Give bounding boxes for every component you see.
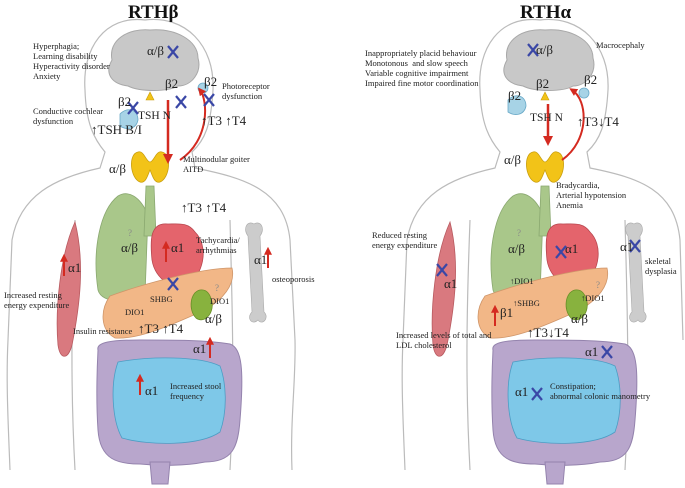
right-skeletal: skeletal dysplasia: [645, 256, 677, 276]
left-ear-beta2: β2: [118, 94, 132, 109]
left-muscle-receptor: α1: [68, 260, 82, 275]
left-colon-receptor: α1: [193, 341, 207, 356]
left-dio1-liver: DIO1: [125, 307, 145, 317]
left-shbg: SHBG: [150, 294, 173, 304]
left-osteo: osteoporosis: [272, 274, 315, 284]
right-rectum: [544, 461, 566, 485]
left-tsh: ↑TSH B/I: [91, 122, 142, 137]
left-energy: Increased resting energy expenditure: [4, 290, 70, 310]
right-liver-beta: β1: [500, 305, 514, 320]
left-lung-question: ?: [128, 228, 132, 238]
left-thyroid: [131, 151, 169, 183]
left-ear: [119, 109, 139, 129]
right-intestine: [507, 357, 621, 444]
right-dio1-liver: ↑DIO1: [510, 276, 534, 286]
left-photoreceptor: Photoreceptor dysfunction: [222, 81, 270, 101]
right-eye-beta2: β2: [584, 72, 598, 87]
right-colon-receptor: α1: [585, 344, 599, 359]
right-thyroid: [526, 151, 564, 183]
right-kidney-question: ?: [596, 280, 600, 290]
left-heart-receptor: α1: [171, 240, 185, 255]
right-brain-effects: Inappropriately placid behaviour Monoton…: [365, 48, 479, 88]
left-goiter: Multinodular goiter AITD: [183, 154, 250, 174]
right-brain: [503, 29, 595, 91]
right-axis-arrow-up: [561, 88, 585, 161]
left-kidney: [190, 289, 213, 321]
right-ear-beta2: β2: [508, 88, 522, 103]
left-eye-beta2: β2: [204, 74, 218, 89]
right-ear: [507, 95, 527, 115]
left-kidney-receptor: α/β: [205, 311, 223, 326]
left-cross-brain: [167, 45, 179, 59]
left-bone-receptor: α1: [254, 252, 268, 267]
left-intestine-receptor: α1: [145, 383, 159, 398]
right-brain-beta2: β2: [536, 76, 550, 91]
right-dio1-kidney: ↑DIO1: [581, 293, 605, 303]
right-intestine-receptor: α1: [515, 384, 529, 399]
left-brain: [108, 29, 200, 91]
right-kidney-receptor: α/β: [571, 311, 589, 326]
left-cross-pituitary: [175, 95, 187, 109]
right-cross-bone: [629, 239, 641, 253]
right-brady: Bradycardia, Arterial hypotension Anemia: [556, 180, 627, 210]
left-brain-effects: Hyperphagia; Learning disability Hyperac…: [33, 41, 110, 81]
left-figure: [6, 18, 296, 485]
left-pituitary: [145, 91, 155, 101]
left-muscle: [56, 220, 81, 357]
right-shbg: ↑SHBG: [513, 298, 540, 308]
right-cross-brain: [527, 43, 539, 57]
right-cholesterol: Increased levels of total and LDL choles…: [396, 330, 492, 350]
right-cross-intestine: [531, 387, 543, 401]
left-pituitary-label: TSH N: [138, 110, 171, 122]
right-macro: Macrocephaly: [596, 40, 645, 50]
left-thyroid-receptor: α/β: [109, 161, 127, 176]
left-t3t4-low: ↑T3 ↑T4: [138, 321, 184, 336]
right-kidney: [565, 289, 588, 321]
right-muscle: [431, 220, 456, 357]
right-cross-colon: [601, 345, 613, 359]
left-rectum: [149, 461, 171, 485]
right-eye: [578, 87, 590, 99]
left-insulin: Insulin resistance: [73, 326, 133, 336]
right-liver-receptor: α/β: [508, 241, 526, 256]
left-brain-receptor: α/β: [147, 43, 165, 58]
right-figure: [401, 18, 684, 485]
right-trachea: [538, 185, 552, 237]
right-bone: [625, 222, 647, 323]
right-t3t4-low: ↑T3↓T4: [527, 325, 569, 340]
left-kidney-question: ?: [215, 283, 219, 293]
right-thyroid-receptor: α/β: [504, 152, 522, 167]
left-axis-arrow-up: [179, 87, 207, 161]
right-brain-receptor: α/β: [536, 42, 554, 57]
right-muscle-receptor: α1: [444, 276, 458, 291]
title-right: RTHα: [520, 2, 572, 23]
left-stool: Increased stool frequency: [170, 381, 222, 401]
left-cross-eye: [203, 93, 215, 107]
right-cross-muscle: [436, 263, 448, 277]
left-cross-ear: [127, 101, 139, 115]
right-body-outline: [401, 18, 684, 471]
right-constipation: Constipation; abnormal colonic manometry: [550, 381, 651, 401]
right-t3t4-top: ↑T3↓T4: [577, 114, 619, 129]
right-pituitary: [540, 91, 550, 101]
left-t3t4-mid: ↑T3 ↑T4: [181, 200, 227, 215]
left-dio1-kidney: DIO1: [210, 296, 230, 306]
right-cross-heart: [555, 245, 567, 259]
title-left: RTHβ: [128, 2, 179, 23]
left-bone: [245, 222, 267, 323]
right-pituitary-label: TSH N: [530, 112, 563, 124]
right-bone-receptor: α1: [620, 239, 634, 254]
left-cross-liver: [167, 277, 179, 291]
left-cochlear: Conductive cochlear dysfunction: [33, 106, 104, 126]
right-heart-receptor: α1: [565, 241, 579, 256]
left-t3t4-top: ↑T3 ↑T4: [201, 113, 247, 128]
right-energy: Reduced resting energy expenditure: [372, 230, 438, 250]
left-brain-beta2: β2: [165, 76, 179, 91]
left-body-outline: [6, 18, 296, 471]
left-tachy: Tachycardia/ arrhythmias: [196, 235, 240, 255]
right-lung-question: ?: [517, 228, 521, 238]
left-trachea: [143, 185, 157, 237]
left-liver-receptor: α/β: [121, 240, 139, 255]
